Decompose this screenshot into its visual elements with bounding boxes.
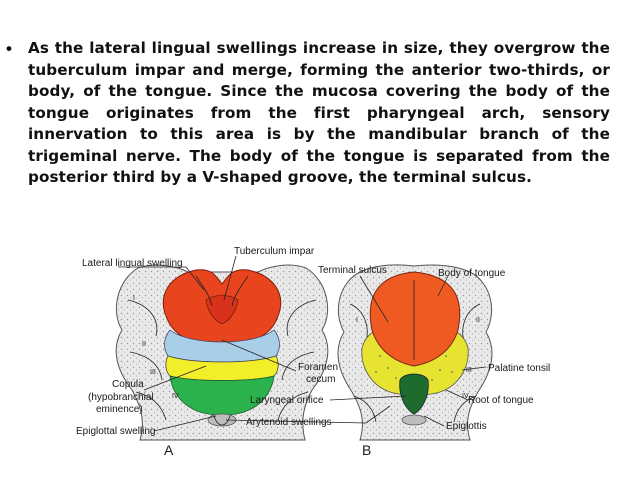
label-foramen: Foramen (298, 362, 338, 373)
panel-label-a: A (164, 442, 174, 458)
tuberculum-impar-shape (205, 295, 239, 325)
laryngeal-orifice-shape (399, 373, 429, 415)
label-copula: Copula (112, 379, 144, 390)
arch-numeral-b-1: I (356, 317, 358, 324)
label-palatine-tonsil: Palatine tonsil (488, 363, 550, 374)
tongue-body-region (369, 271, 461, 367)
arch-numeral-a-4: IV (172, 393, 179, 400)
label-body-of-tongue: Body of tongue (438, 268, 506, 279)
label-root-of-tongue: Root of tongue (468, 395, 534, 406)
panel-a-illustration: I II III IV (115, 264, 329, 441)
arch-numeral-b-2: II (476, 317, 480, 324)
panel-b-illustration: I II III IV (337, 264, 493, 441)
bullet-marker: • (6, 39, 12, 58)
arch-numeral-a-1: I (133, 295, 135, 302)
panel-label-b: B (362, 442, 371, 458)
label-epiglottis: Epiglottis (446, 421, 487, 432)
slide-text-block: • As the lateral lingual swellings incre… (6, 38, 610, 189)
epiglottal-green-region (169, 375, 275, 416)
label-terminal-sulcus: Terminal sulcus (318, 265, 387, 276)
label-tuberculum-impar: Tuberculum impar (234, 246, 315, 257)
leader-lines (118, 255, 487, 432)
label-hypobranchial: (hypobranchial (88, 392, 154, 403)
arch-numeral-a-3: III (150, 369, 156, 376)
label-arytenoid-swellings: Arytenoid swellings (246, 417, 332, 428)
body-paragraph: As the lateral lingual swellings increas… (28, 39, 610, 186)
arch-numeral-a-2: II (142, 341, 146, 348)
label-epiglottal-swelling: Epiglottal swelling (76, 426, 156, 437)
arch-numeral-b-4: IV (462, 393, 469, 400)
figure-labels: Lateral lingual swelling Tuberculum impa… (76, 246, 550, 458)
arch-numeral-b-3: III (466, 367, 472, 374)
label-eminence: eminence) (96, 404, 143, 415)
label-laryngeal-orifice: Laryngeal orifice (250, 395, 324, 406)
label-lateral-lingual-swelling: Lateral lingual swelling (82, 258, 183, 269)
label-cecum: cecum (306, 374, 335, 385)
